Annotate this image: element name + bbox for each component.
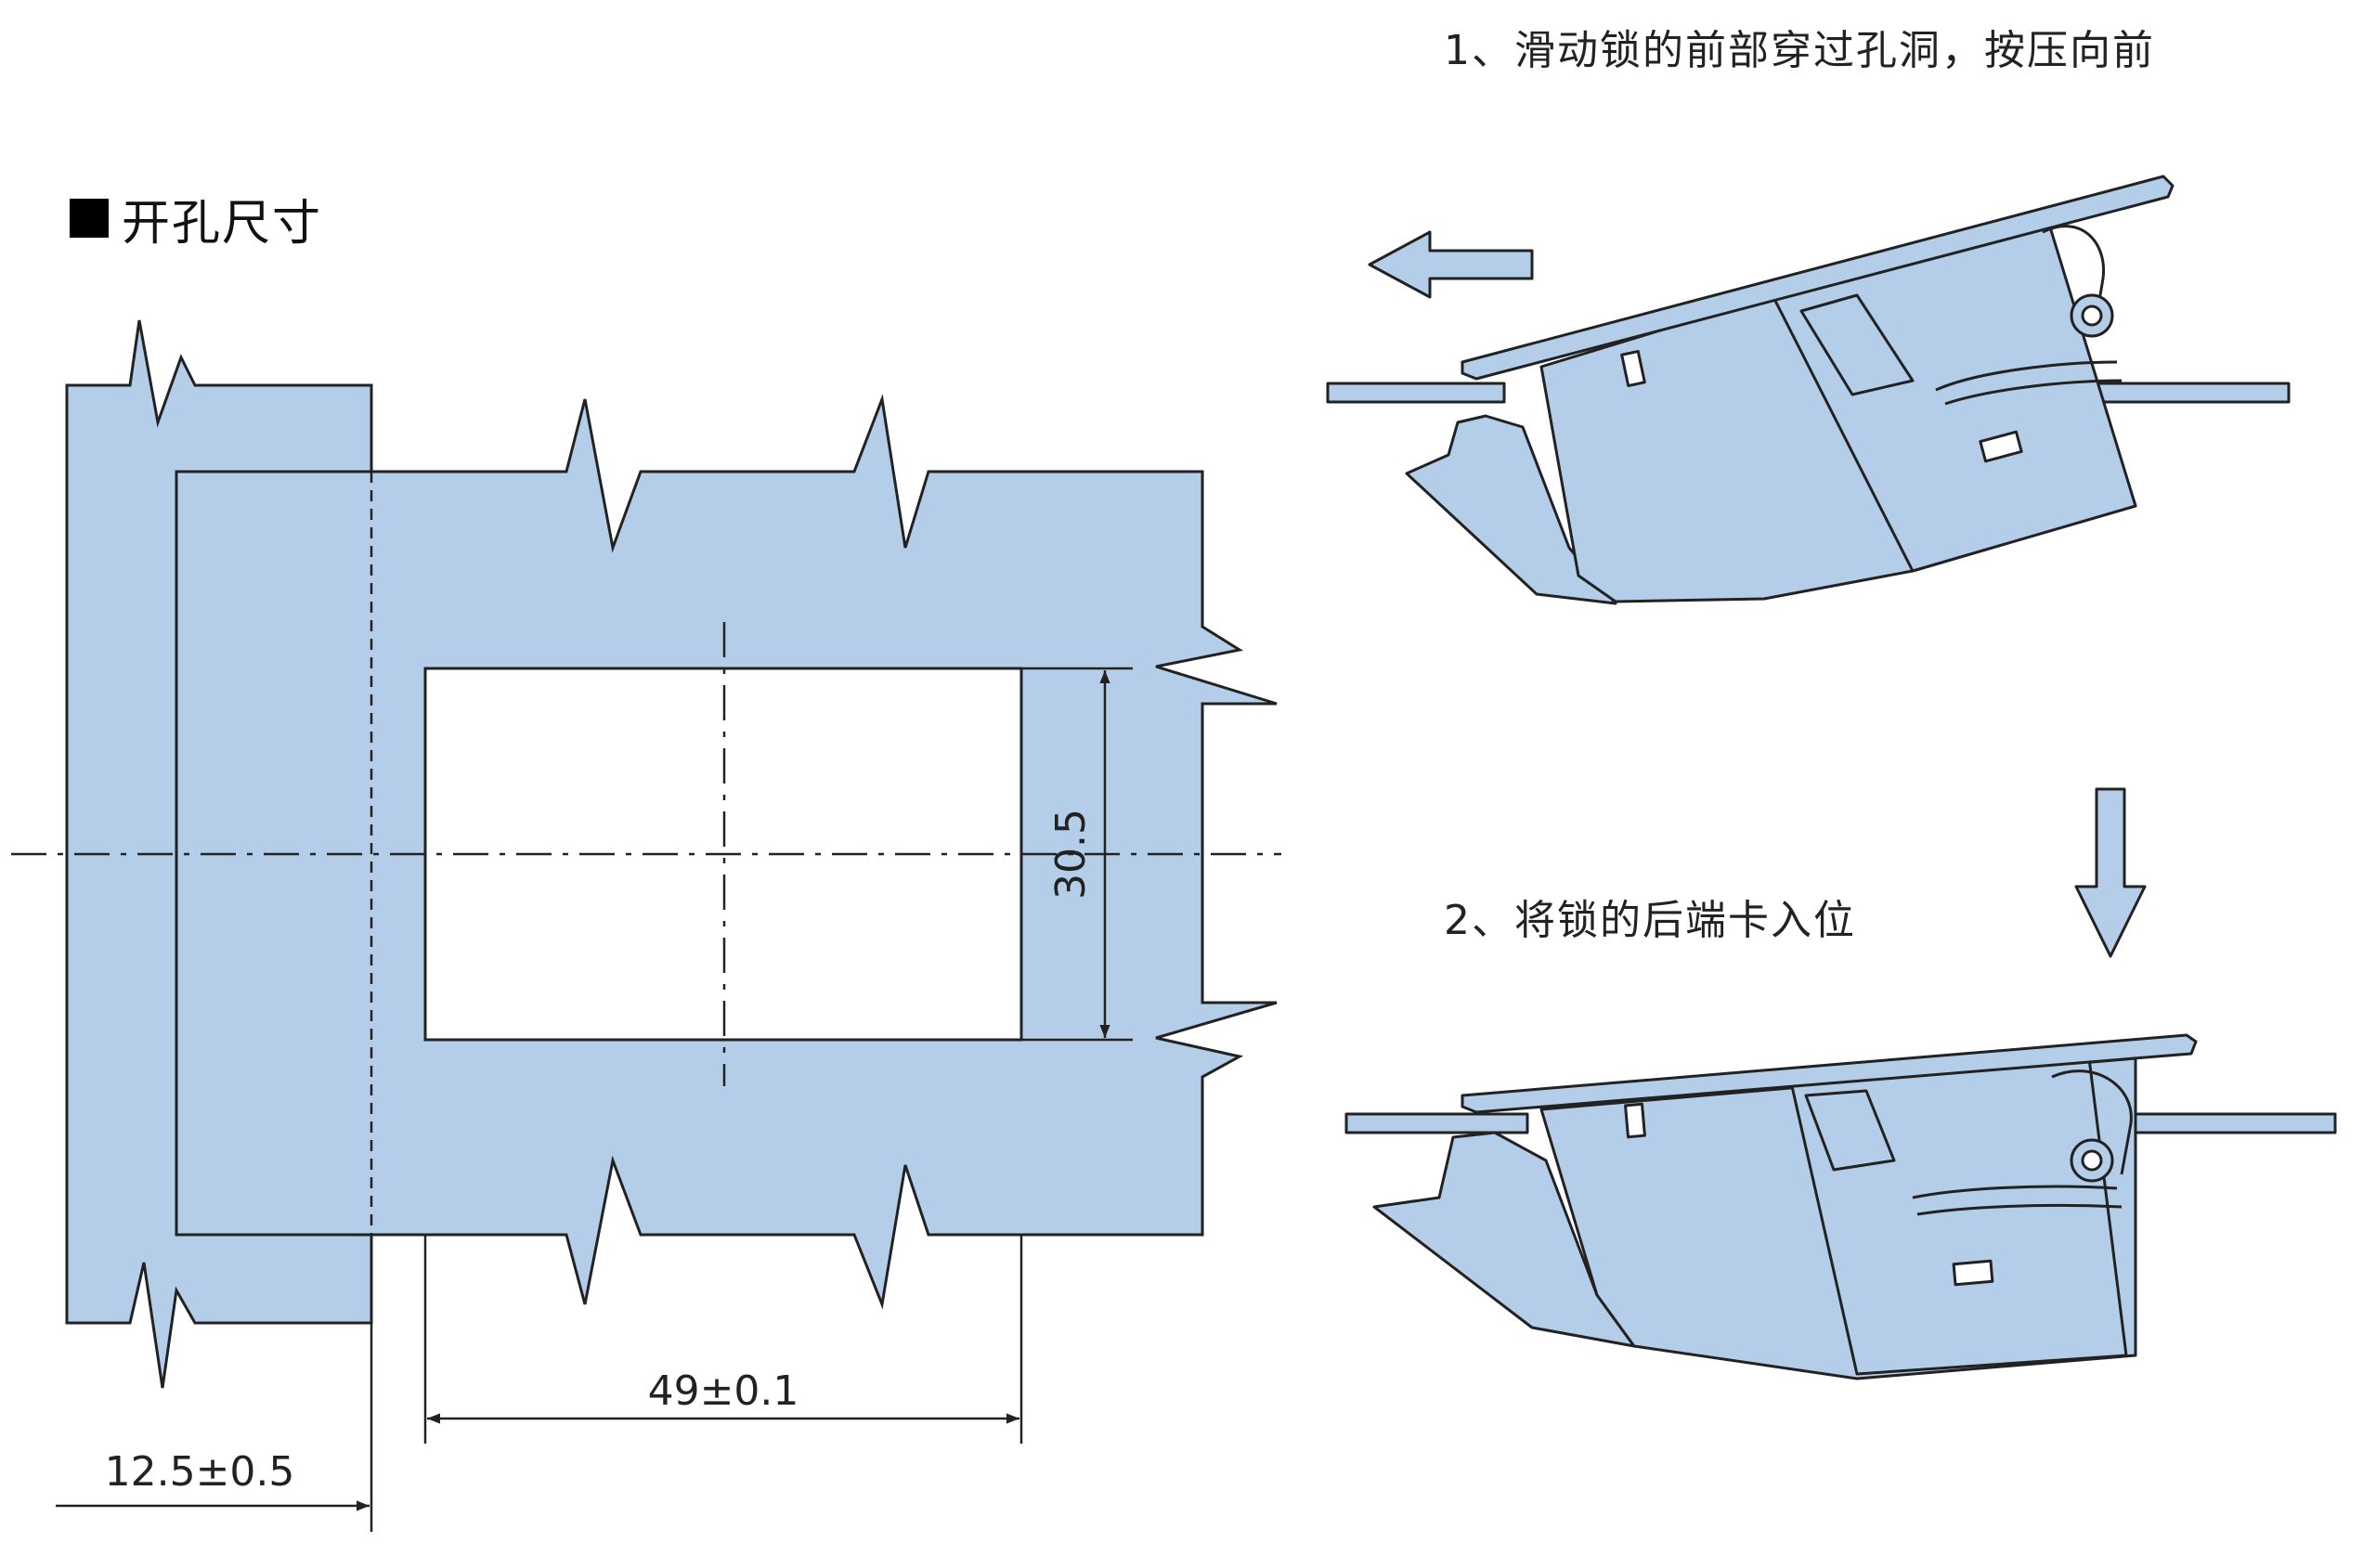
panel-plate — [2134, 1112, 2337, 1134]
section-title-text: 开孔尺寸 — [122, 195, 323, 252]
lock-hook — [1405, 414, 1617, 605]
arrow-down-icon — [2074, 787, 2147, 958]
lock-back-tab — [1804, 1089, 1896, 1172]
lock-detail-curve — [1935, 360, 2118, 392]
lock-slot — [1979, 430, 2023, 463]
lock-slot — [1624, 1102, 1646, 1139]
panel-plate — [2097, 382, 2291, 404]
lock-hook — [1372, 1131, 1636, 1348]
lock-top-rail — [1461, 1033, 2198, 1114]
lock-slot — [1620, 350, 1646, 387]
lock-back-tab — [1799, 293, 1915, 396]
section-title: 开孔尺寸 — [70, 186, 323, 252]
panel-plate — [1326, 382, 1506, 404]
arrow-left-icon — [1368, 230, 1534, 299]
spring-clip — [2042, 225, 2106, 335]
width-dimension-label: 49±0.1 — [648, 1367, 799, 1415]
offset-dimension-label: 12.5±0.5 — [105, 1448, 295, 1496]
step-1-text: 1、滑动锁的前部穿过孔洞，按压向前 — [1444, 27, 2155, 74]
lock-detail-curve — [1912, 1185, 2118, 1199]
step-2-illustration — [1344, 787, 2337, 1380]
lock-top-rail — [1461, 175, 2175, 381]
lock-detail-curve — [1916, 1203, 2123, 1216]
black-square-icon — [70, 199, 109, 238]
lock-detail-curve — [1944, 379, 2123, 406]
pivot-roller-core — [2081, 305, 2103, 327]
spring-clip — [2051, 1069, 2133, 1175]
pivot-roller-core — [2081, 1149, 2103, 1172]
cutout-drawing — [65, 319, 1278, 1389]
panel-plate — [1344, 1112, 1529, 1134]
construction-lines — [11, 472, 1281, 1235]
step-1-illustration — [1326, 175, 2291, 605]
lock-slot — [1952, 1259, 1994, 1287]
height-dimension-label: 30.5 — [1047, 809, 1095, 900]
step-2-text: 2、将锁的后端卡入位 — [1444, 897, 1856, 944]
dimension-lines — [56, 667, 1133, 1532]
